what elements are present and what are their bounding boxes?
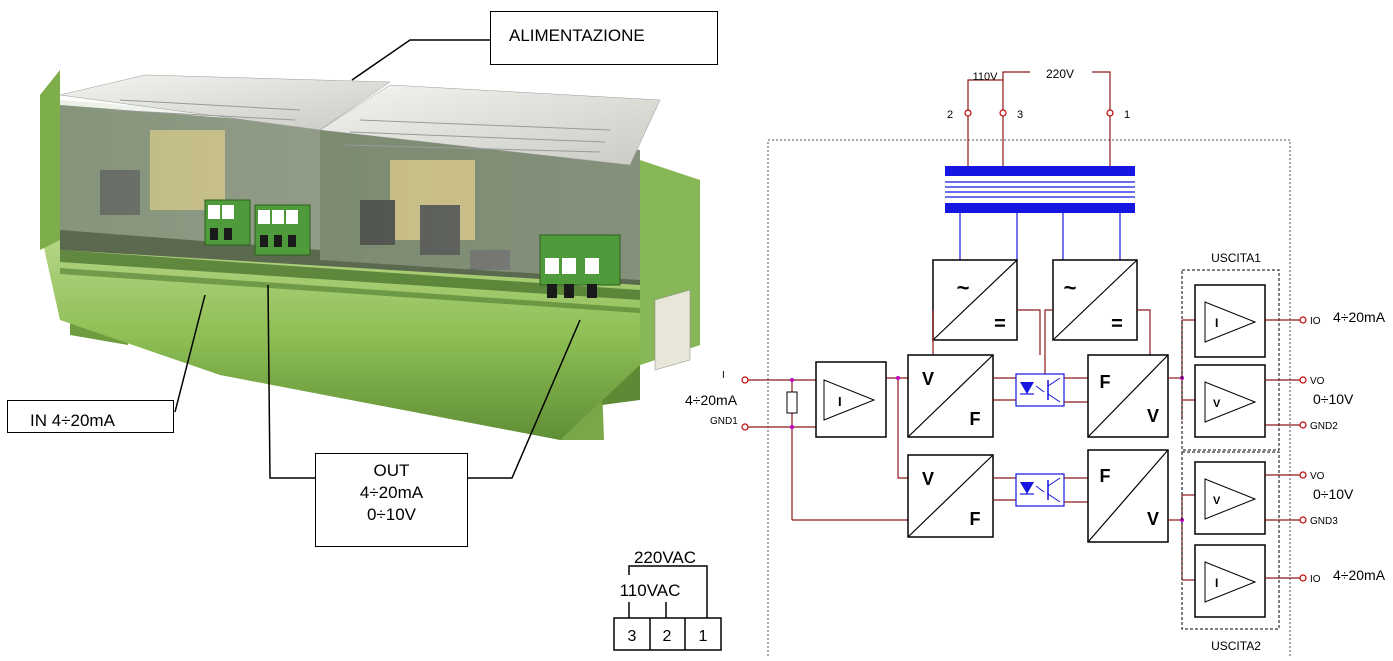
pin-1-label: 1 (1124, 109, 1130, 121)
input-label: IN 4÷20mA (30, 411, 115, 430)
svg-text:F: F (970, 509, 981, 529)
uscita1-label: USCITA1 (1211, 251, 1261, 265)
label-220vac: 220VAC (634, 548, 696, 567)
output-callout: OUT 4÷20mA 0÷10V (315, 453, 468, 547)
svg-text:I: I (1215, 576, 1218, 590)
out-range-3-label: 0÷10V (1313, 486, 1354, 502)
alimentazione-callout: ALIMENTAZIONE (490, 11, 718, 65)
output-label-voltage: 0÷10V (366, 505, 417, 524)
acdc-converter-2: ~ = (1052, 259, 1138, 341)
svg-text:=: = (994, 313, 1006, 335)
supply-110v-label: 110V (973, 71, 999, 83)
fv-converter-1: F V (1087, 354, 1169, 438)
out-range-2-label: 0÷10V (1313, 391, 1354, 407)
svg-text:V: V (922, 469, 934, 489)
terminal-3: 3 (628, 628, 637, 645)
svg-text:I: I (838, 394, 842, 409)
input-gnd1-label: GND1 (710, 416, 738, 427)
out-range-4-label: 4÷20mA (1333, 567, 1386, 583)
input-i-label: I (722, 370, 725, 381)
uscita1-group (1181, 269, 1280, 451)
transformer (945, 166, 1135, 213)
out-amp-i2: I (1194, 544, 1266, 618)
alimentazione-label: ALIMENTAZIONE (509, 26, 645, 45)
vf-converter-2: V F (907, 454, 994, 538)
svg-text:V: V (1147, 406, 1159, 426)
fv-converter-2: F V (1087, 449, 1169, 543)
svg-text:V: V (922, 369, 934, 389)
out-io-1-label: IO (1310, 316, 1321, 327)
supply-220v-label: 220V (1046, 67, 1074, 81)
terminal-2: 2 (663, 628, 672, 645)
output-label-current: 4÷20mA (359, 483, 424, 502)
optocoupler-1 (993, 373, 1088, 407)
svg-text:F: F (970, 409, 981, 429)
callout-leaders (174, 39, 581, 479)
input-amplifier: I (815, 361, 887, 438)
out-range-1-label: 4÷20mA (1333, 309, 1386, 325)
input-callout: IN 4÷20mA (7, 400, 174, 433)
label-110vac: 110VAC (620, 581, 681, 600)
svg-text:F: F (1100, 372, 1111, 392)
out-gnd2-label: GND2 (1310, 421, 1338, 432)
pin-3-label: 3 (1017, 109, 1023, 121)
svg-text:~: ~ (1064, 275, 1077, 300)
terminal-1: 1 (699, 628, 708, 645)
out-amp-v2: V (1194, 461, 1266, 535)
svg-text:F: F (1100, 466, 1111, 486)
device-photo (40, 70, 700, 440)
out-amp-v1: V (1194, 364, 1266, 438)
pin-2-label: 2 (947, 109, 953, 121)
svg-text:V: V (1213, 398, 1221, 410)
svg-text:V: V (1147, 509, 1159, 529)
vf-converter-1: V F (907, 354, 994, 438)
schematic: 110V 220V 2 3 1 (685, 67, 1386, 656)
uscita2-label: USCITA2 (1211, 639, 1261, 653)
svg-text:I: I (1215, 316, 1218, 330)
svg-text:=: = (1111, 313, 1123, 335)
out-io-2-label: IO (1310, 574, 1321, 585)
out-gnd3-label: GND3 (1310, 516, 1338, 527)
uscita2-group (1181, 451, 1280, 630)
svg-text:V: V (1213, 495, 1221, 507)
acdc-converter-1: ~ = (932, 259, 1018, 341)
out-vo-2-label: VO (1310, 471, 1325, 482)
terminal-block: 220VAC 110VAC 3 2 1 (613, 548, 722, 651)
out-amp-i1: I (1194, 284, 1266, 358)
out-vo-1-label: VO (1310, 376, 1325, 387)
optocoupler-2 (993, 473, 1088, 507)
svg-text:~: ~ (957, 275, 970, 300)
input-range-label: 4÷20mA (685, 392, 738, 408)
output-label-out: OUT (373, 461, 410, 480)
